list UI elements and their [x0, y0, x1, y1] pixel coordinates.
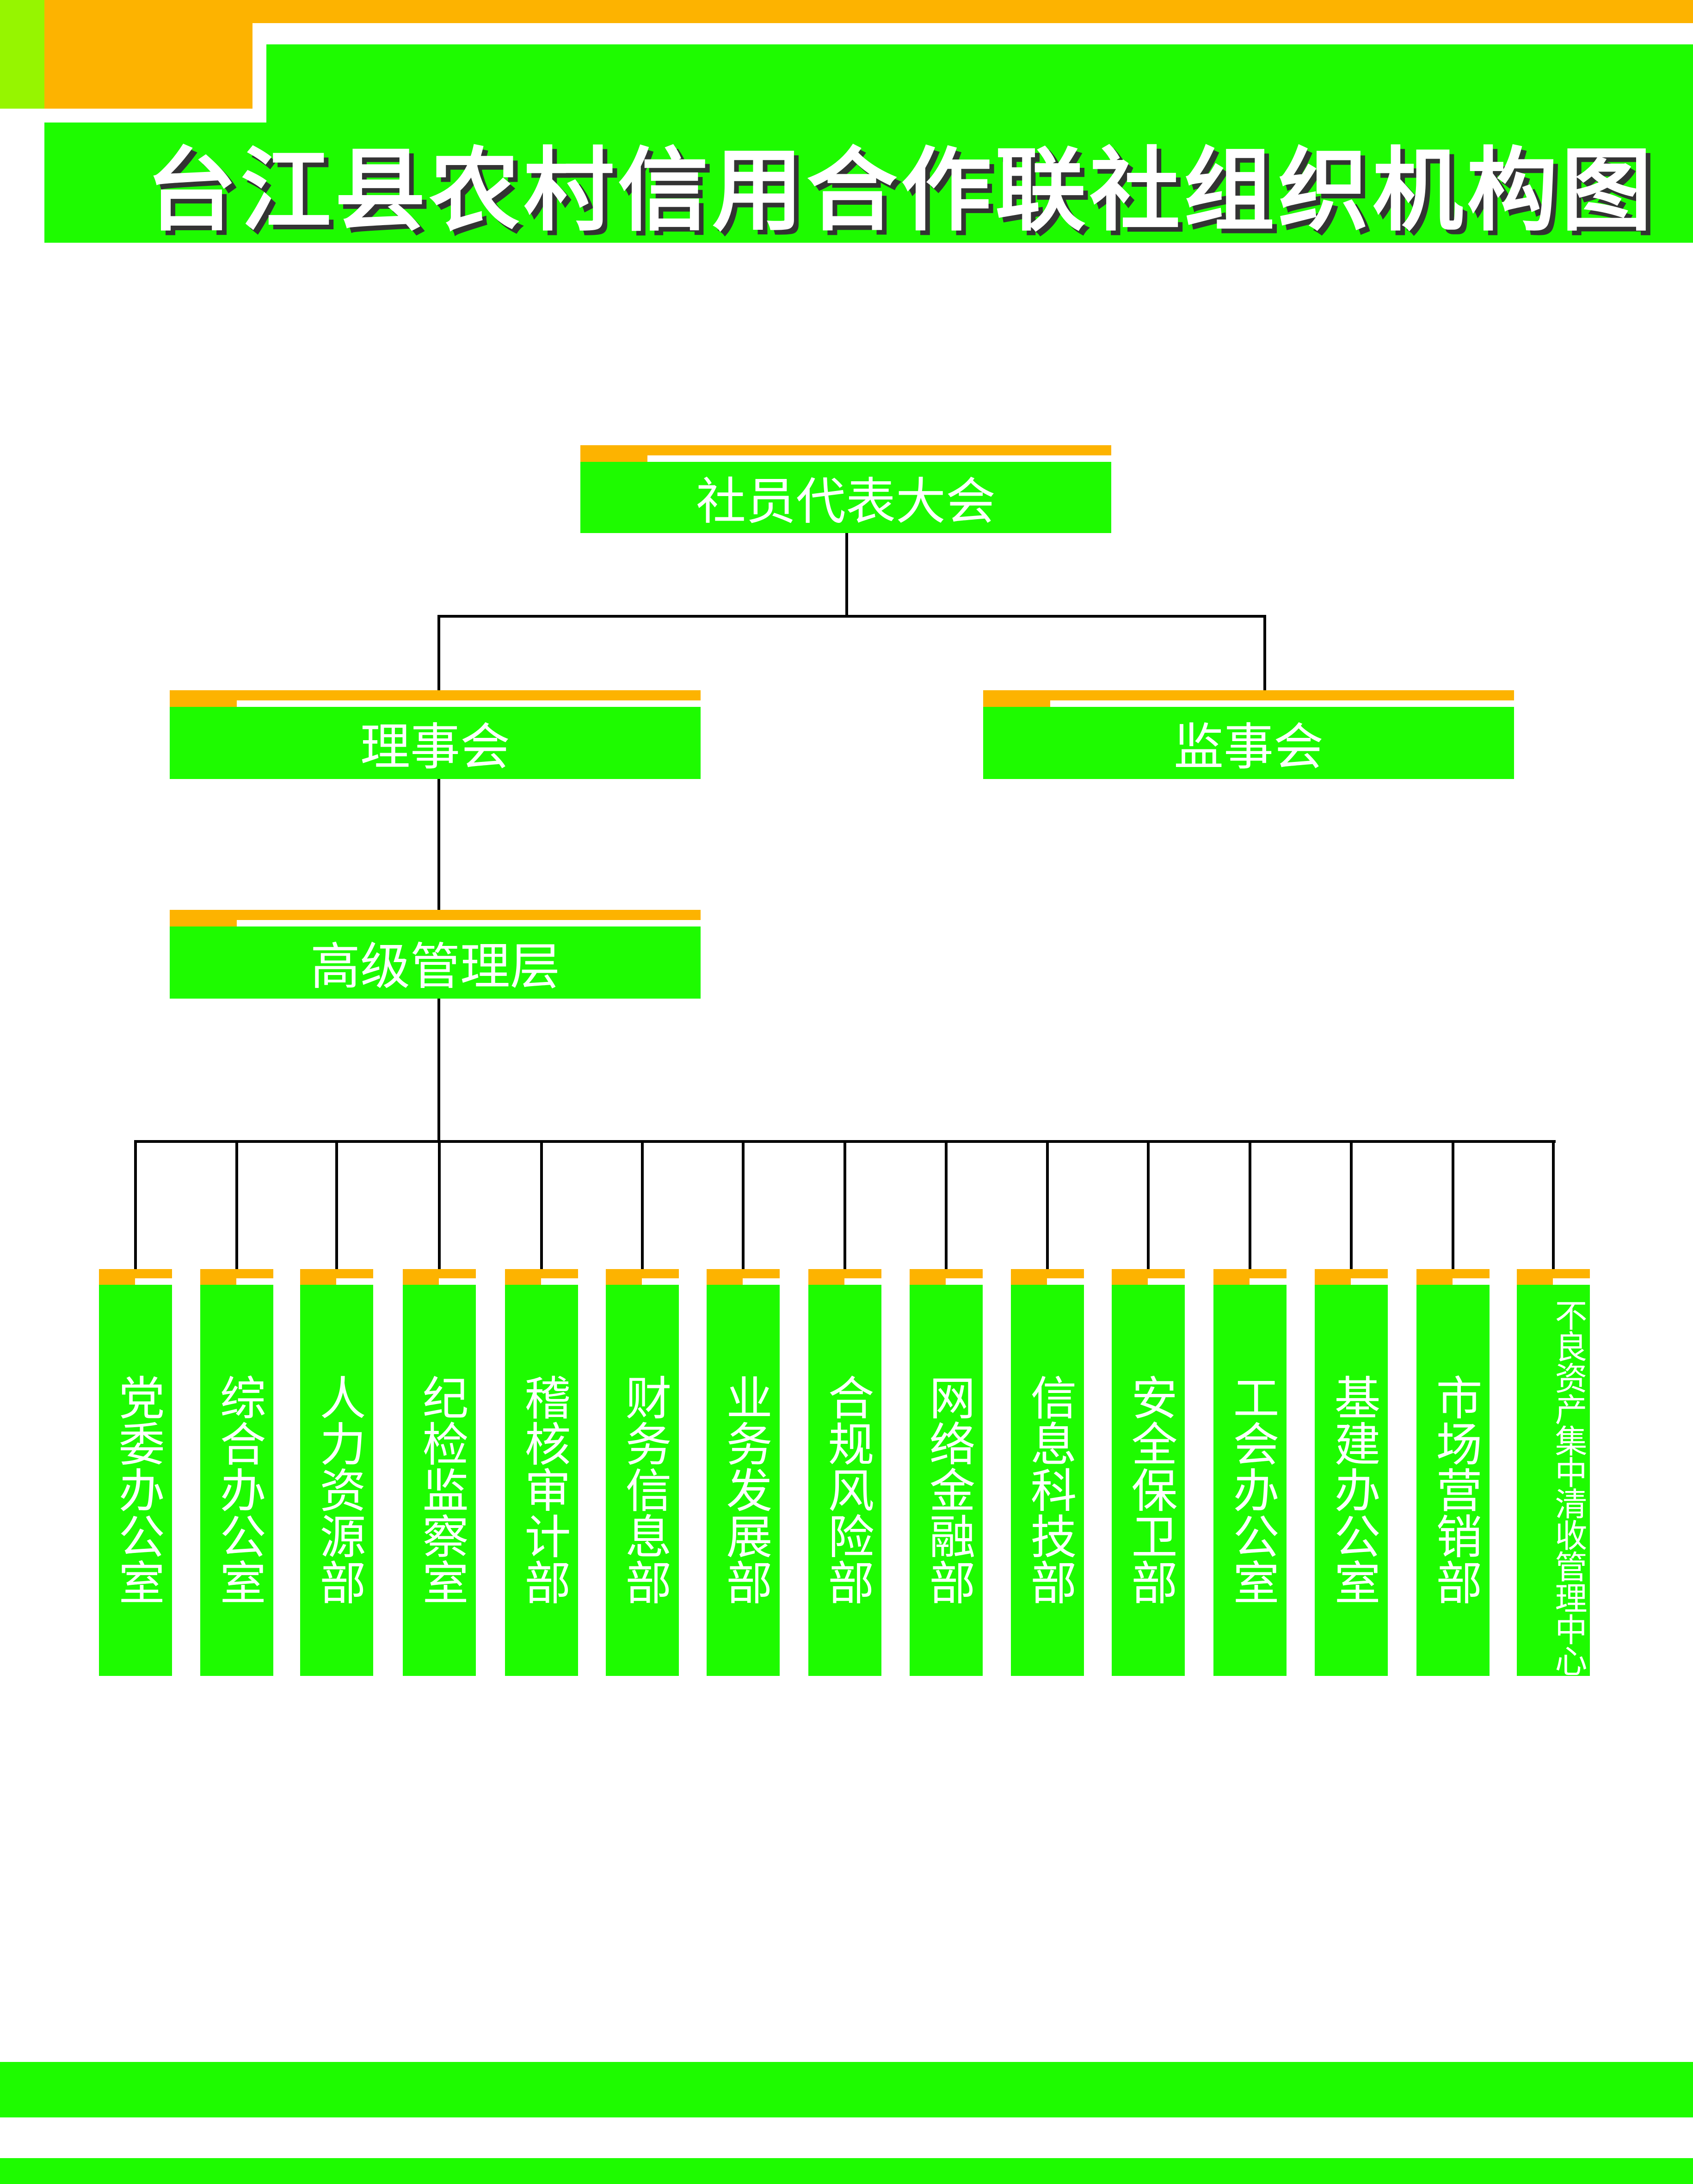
- department-box: 市场营销部: [1416, 1269, 1490, 1676]
- department-box: 安全保卫部: [1112, 1269, 1185, 1676]
- connector-department-drop: [1350, 1140, 1353, 1269]
- header-lime-corner: [0, 0, 44, 109]
- department-box: 信息科技部: [1011, 1269, 1084, 1676]
- department-label: 工会办公室: [1213, 1285, 1287, 1676]
- connector-department-drop: [1552, 1140, 1555, 1269]
- connector-department-drop: [1452, 1140, 1454, 1269]
- connector-to-supervisors: [1263, 615, 1266, 690]
- department-box: 合规风险部: [808, 1269, 881, 1676]
- department-label: 合规风险部: [808, 1285, 881, 1676]
- connector-department-drop: [945, 1140, 948, 1269]
- header-orange-band: [0, 0, 1693, 23]
- department-box: 工会办公室: [1213, 1269, 1287, 1676]
- connector-to-board: [437, 615, 440, 690]
- connector-department-drop: [335, 1140, 338, 1269]
- department-label: 财务信息部: [606, 1285, 679, 1676]
- department-label: 纪检监察室: [403, 1285, 476, 1676]
- department-box: 基建办公室: [1315, 1269, 1388, 1676]
- department-label: 基建办公室: [1315, 1285, 1388, 1676]
- department-label: 不良资产集中清收管理中心: [1517, 1285, 1590, 1676]
- department-box: 稽核审计部: [505, 1269, 578, 1676]
- connector-department-drop: [843, 1140, 846, 1269]
- connector-department-drop: [1046, 1140, 1049, 1269]
- department-label: 综合办公室: [200, 1285, 273, 1676]
- connector-assembly-down: [845, 533, 848, 616]
- department-label: 市场营销部: [1416, 1285, 1490, 1676]
- node-management: 高级管理层: [170, 910, 701, 999]
- department-box: 党委办公室: [99, 1269, 172, 1676]
- connector-department-drop: [1249, 1140, 1251, 1269]
- node-board-label: 理事会: [170, 707, 701, 779]
- node-board: 理事会: [170, 690, 701, 779]
- node-assembly-label: 社员代表大会: [580, 462, 1111, 533]
- department-box: 综合办公室: [200, 1269, 273, 1676]
- connector-board-to-management: [437, 779, 440, 910]
- node-assembly: 社员代表大会: [580, 445, 1111, 533]
- department-box: 不良资产集中清收管理中心: [1517, 1269, 1590, 1676]
- connector-department-drop: [134, 1140, 137, 1269]
- footer-green-band: [0, 2062, 1693, 2117]
- department-label: 网络金融部: [910, 1285, 983, 1676]
- department-box: 业务发展部: [707, 1269, 780, 1676]
- department-label: 安全保卫部: [1112, 1285, 1185, 1676]
- department-label: 人力资源部: [300, 1285, 373, 1676]
- department-box: 人力资源部: [300, 1269, 373, 1676]
- department-box: 网络金融部: [910, 1269, 983, 1676]
- node-management-label: 高级管理层: [170, 926, 701, 999]
- connector-department-drop: [742, 1140, 745, 1269]
- connector-department-drop: [540, 1140, 543, 1269]
- node-supervisors-label: 监事会: [983, 707, 1514, 779]
- department-label: 业务发展部: [707, 1285, 780, 1676]
- department-box: 财务信息部: [606, 1269, 679, 1676]
- connector-assembly-horizontal: [437, 615, 1266, 618]
- department-label: 信息科技部: [1011, 1285, 1084, 1676]
- department-box: 纪检监察室: [403, 1269, 476, 1676]
- connector-department-drop: [1147, 1140, 1150, 1269]
- department-label: 党委办公室: [99, 1285, 172, 1676]
- connector-department-drop: [235, 1140, 238, 1269]
- node-supervisors: 监事会: [983, 690, 1514, 779]
- header-green-band: [266, 44, 1693, 123]
- department-label: 稽核审计部: [505, 1285, 578, 1676]
- connector-department-drop: [641, 1140, 644, 1269]
- page-title: 台江县农村信用合作联社组织机构图: [44, 123, 1693, 244]
- connector-management-down: [437, 999, 440, 1142]
- connector-department-drop: [438, 1140, 441, 1269]
- header-orange-block: [44, 23, 252, 109]
- footer-green-bottom: [0, 2158, 1693, 2184]
